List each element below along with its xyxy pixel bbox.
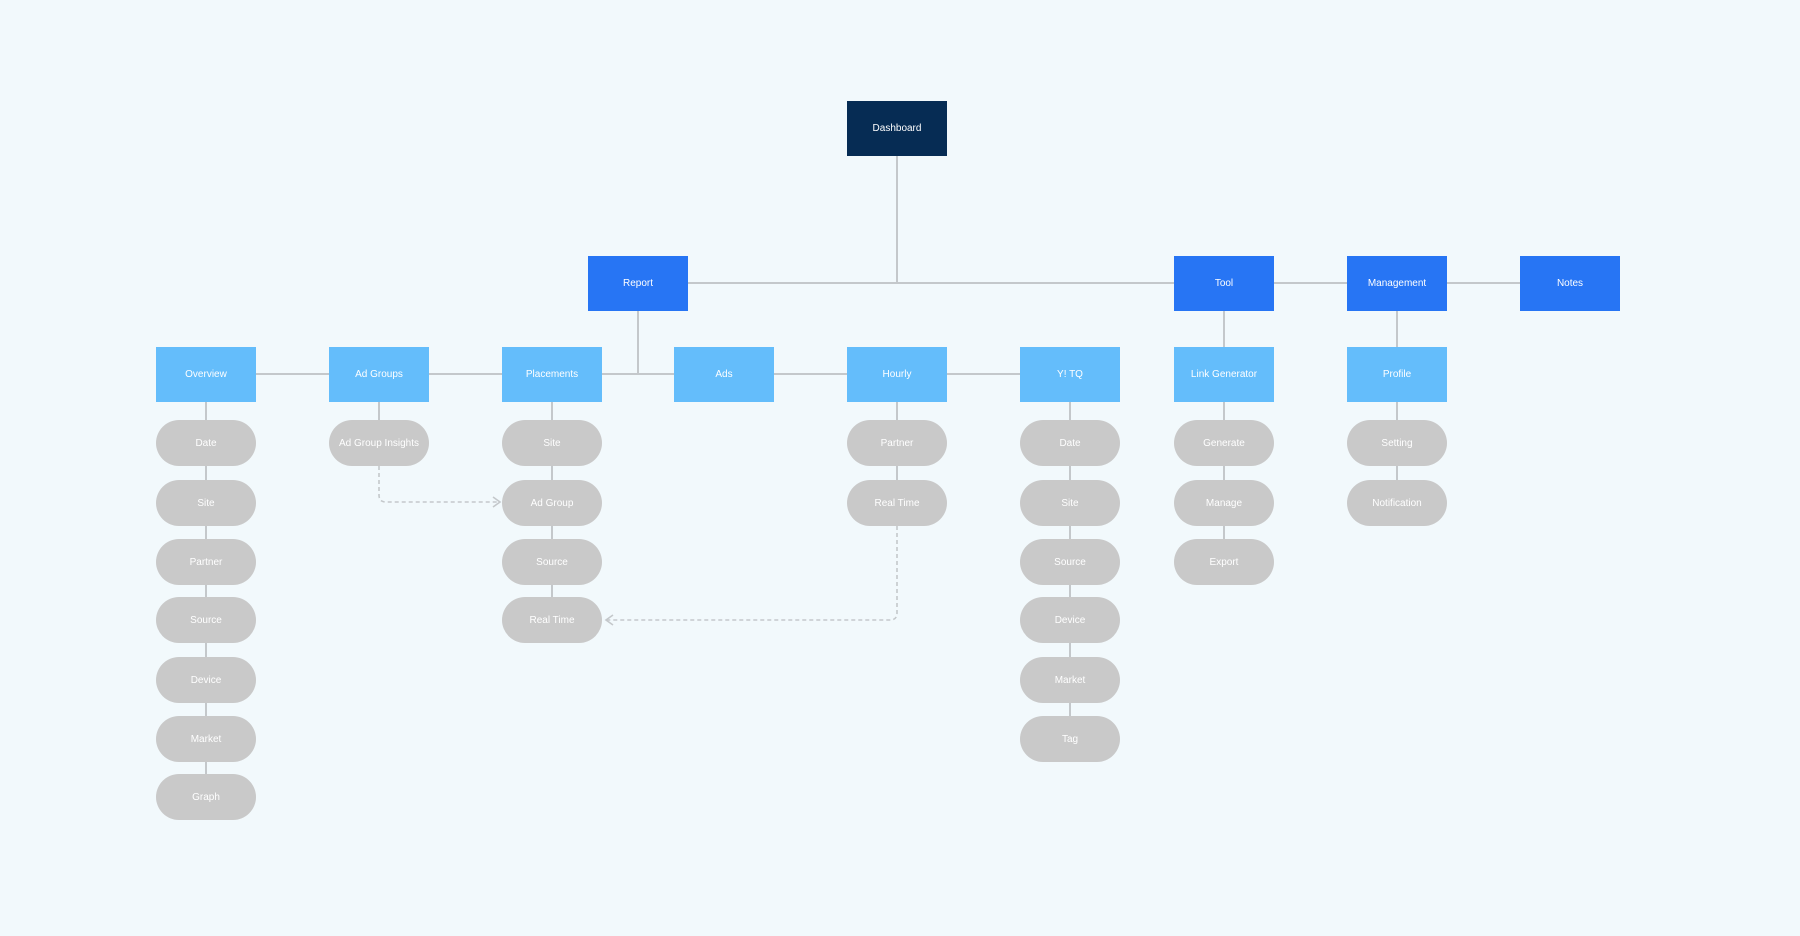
item-placements-real-time: Real Time xyxy=(502,597,602,643)
item-hourly-partner: Partner xyxy=(847,420,947,466)
item-hourly-real-time: Real Time xyxy=(847,480,947,526)
node-placements: Placements xyxy=(502,347,602,402)
item-overview-partner: Partner xyxy=(156,539,256,585)
item-overview-market: Market xyxy=(156,716,256,762)
item-profile-setting: Setting xyxy=(1347,420,1447,466)
item-ad-group-insights: Ad Group Insights xyxy=(329,420,429,466)
node-hourly: Hourly xyxy=(847,347,947,402)
node-link-generator: Link Generator xyxy=(1174,347,1274,402)
item-overview-site: Site xyxy=(156,480,256,526)
item-ytq-market: Market xyxy=(1020,657,1120,703)
node-tool: Tool xyxy=(1174,256,1274,311)
node-dashboard: Dashboard xyxy=(847,101,947,156)
item-ytq-site: Site xyxy=(1020,480,1120,526)
crosslink-ad-group-insights xyxy=(378,466,498,503)
crosslink-arrow-ad-group xyxy=(492,496,502,508)
node-y-tq: Y! TQ xyxy=(1020,347,1120,402)
item-ytq-device: Device xyxy=(1020,597,1120,643)
item-link-export: Export xyxy=(1174,539,1274,585)
node-report: Report xyxy=(588,256,688,311)
item-overview-date: Date xyxy=(156,420,256,466)
item-placements-source: Source xyxy=(502,539,602,585)
item-link-manage: Manage xyxy=(1174,480,1274,526)
item-overview-device: Device xyxy=(156,657,256,703)
crosslink-real-time xyxy=(606,526,898,621)
crosslink-arrow-real-time xyxy=(604,614,614,626)
item-overview-graph: Graph xyxy=(156,774,256,820)
node-ads: Ads xyxy=(674,347,774,402)
item-placements-site: Site xyxy=(502,420,602,466)
node-management: Management xyxy=(1347,256,1447,311)
node-profile: Profile xyxy=(1347,347,1447,402)
node-notes: Notes xyxy=(1520,256,1620,311)
item-ytq-date: Date xyxy=(1020,420,1120,466)
item-profile-notification: Notification xyxy=(1347,480,1447,526)
item-placements-ad-group: Ad Group xyxy=(502,480,602,526)
item-ytq-source: Source xyxy=(1020,539,1120,585)
item-overview-source: Source xyxy=(156,597,256,643)
node-ad-groups: Ad Groups xyxy=(329,347,429,402)
node-overview: Overview xyxy=(156,347,256,402)
item-link-generate: Generate xyxy=(1174,420,1274,466)
item-ytq-tag: Tag xyxy=(1020,716,1120,762)
